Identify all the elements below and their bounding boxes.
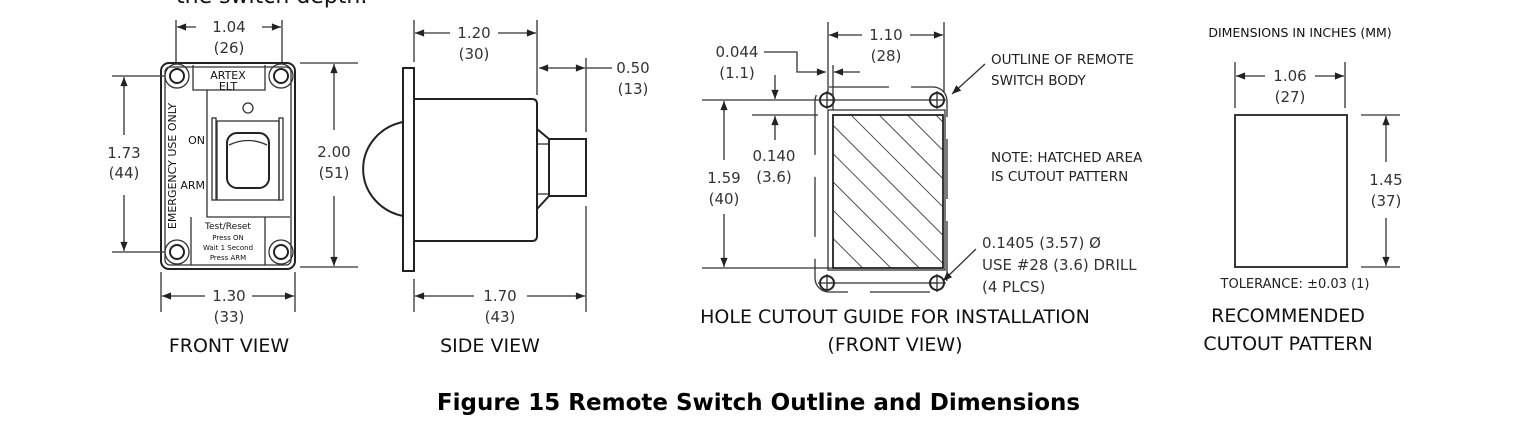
dim-hole-spacing: 1.04 [212, 18, 245, 36]
note-hatch-line-1: NOTE: HATCHED AREA [991, 150, 1143, 166]
side-view: 1.20 (30) 0.50 (13) 1.70 (43) SIDE VIEW [362, 20, 650, 357]
front-view-title: FRONT VIEW [169, 335, 290, 357]
hatched-cutout-area [832, 114, 944, 269]
recommended-cutout: DIMENSIONS IN INCHES (MM) 1.06 (27) 1.45… [1203, 25, 1402, 355]
dim-body-depth: 1.20 [457, 24, 490, 42]
note-hole-count: (4 PLCS) [982, 278, 1045, 296]
dim-width-mm: (33) [214, 308, 245, 326]
dim-hole-vertical: 1.73 [107, 144, 140, 162]
screw-hole-top-right [268, 63, 294, 89]
tolerance-note: TOLERANCE: ±0.03 (1) [1220, 277, 1370, 292]
dim-cutout-height-mm: (40) [709, 190, 740, 208]
dim-height: 2.00 [317, 143, 350, 161]
side-toggle [548, 138, 587, 197]
dim-rec-height: 1.45 [1369, 171, 1402, 189]
note-hatch-line-2: IS CUTOUT PATTERN [991, 169, 1128, 185]
dim-toggle: 0.50 [616, 59, 649, 77]
dim-rec-width: 1.06 [1273, 67, 1306, 85]
units-note: DIMENSIONS IN INCHES (MM) [1208, 25, 1391, 40]
side-view-title: SIDE VIEW [440, 335, 540, 357]
side-dome [362, 121, 404, 217]
dim-cutout-width-mm: (28) [871, 47, 902, 65]
front-view: ARTEX ELT ON ARM EMERGENCY USE ONLY Test… [107, 18, 358, 357]
note-outline-line-1: OUTLINE OF REMOTE [991, 52, 1134, 68]
recommended-cutout-subtitle: CUTOUT PATTERN [1203, 333, 1372, 355]
side-flange [402, 67, 415, 272]
switch-body-outline [814, 86, 948, 293]
dim-width: 1.30 [212, 287, 245, 305]
note-outline-line-2: SWITCH BODY [991, 73, 1087, 89]
figure-caption: Figure 15 Remote Switch Outline and Dime… [436, 390, 1081, 416]
recommended-cutout-title: RECOMMENDED [1211, 305, 1365, 327]
dim-hole-vertical-mm: (44) [109, 164, 140, 182]
dim-edge-offset: 0.140 [753, 147, 796, 165]
brand-subtext: ELT [219, 80, 238, 93]
hole-cutout-title: HOLE CUTOUT GUIDE FOR INSTALLATION [700, 306, 1090, 328]
dim-total-depth: 1.70 [483, 287, 516, 305]
brand-text: ARTEX [210, 69, 246, 82]
preceding-paragraph-text: the switch depth. [176, 0, 367, 9]
note-hole-diameter: 0.1405 (3.57) Ø [982, 234, 1101, 252]
front-plate-inner [164, 66, 292, 266]
screw-hole-bottom-right [268, 239, 294, 265]
emergency-use-text: EMERGENCY USE ONLY [166, 103, 179, 229]
dim-rec-height-mm: (37) [1371, 192, 1402, 210]
dim-offset: 0.044 [716, 43, 759, 61]
dim-body-depth-mm: (30) [459, 45, 490, 63]
instruction-line-1: Press ON [212, 234, 243, 242]
switch-arm-label: ARM [180, 179, 205, 192]
side-body [414, 98, 538, 242]
rocker-switch [226, 132, 270, 189]
dim-offset-mm: (1.1) [719, 64, 755, 82]
front-plate-outline [160, 62, 296, 270]
dim-hole-spacing-mm: (26) [214, 39, 245, 57]
dim-rec-width-mm: (27) [1275, 88, 1306, 106]
dim-cutout-height: 1.59 [707, 169, 740, 187]
test-reset-title: Test/Reset [204, 222, 251, 232]
dim-cutout-width: 1.10 [869, 26, 902, 44]
dim-toggle-mm: (13) [618, 80, 649, 98]
recommended-cutout-rectangle [1234, 114, 1348, 268]
led-indicator [242, 102, 254, 114]
instruction-line-2: Wait 1 Second [203, 244, 253, 252]
hole-cutout-guide: 1.10 (28) 0.044 (1.1) 0.140 (3.6) 1.59 (… [700, 22, 1143, 356]
switch-on-label: ON [188, 134, 205, 147]
dim-height-mm: (51) [319, 164, 350, 182]
dim-edge-offset-mm: (3.6) [756, 168, 792, 186]
screw-hole-bottom-left [164, 239, 190, 265]
note-drill-size: USE #28 (3.6) DRILL [982, 256, 1137, 274]
dim-total-depth-mm: (43) [485, 308, 516, 326]
instruction-line-3: Press ARM [210, 254, 246, 262]
hole-cutout-subtitle: (FRONT VIEW) [827, 334, 962, 356]
